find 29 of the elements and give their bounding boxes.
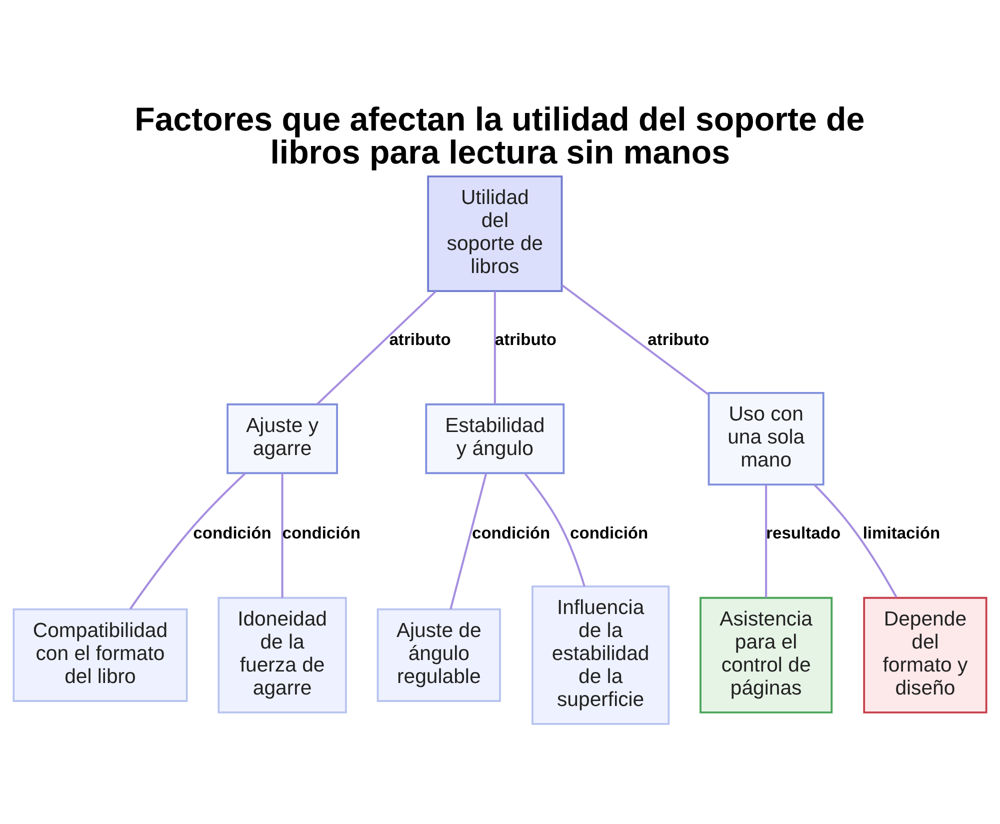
connector bbox=[561, 284, 710, 396]
edge-label: condición bbox=[282, 524, 360, 543]
node-box: Ajuste de ángulo regulable bbox=[376, 608, 501, 702]
node-box: Utilidad del soporte de libros bbox=[427, 176, 563, 292]
edge-label: atributo bbox=[648, 330, 710, 350]
connector bbox=[524, 472, 586, 587]
node-box: Asistencia para el control de páginas bbox=[700, 596, 833, 714]
connector bbox=[316, 290, 436, 405]
edge-label: condición bbox=[193, 524, 272, 543]
node-box: Depende del formato y diseño bbox=[863, 596, 988, 714]
node-box: Compatibilidad con el formato del libro bbox=[12, 608, 188, 702]
node-box: Influencia de la estabilidad de la superficie bbox=[532, 585, 670, 725]
node-box: Idoneidad de la fuerza de agarre bbox=[218, 596, 347, 714]
connector bbox=[281, 473, 284, 598]
diagram-title: Factores que afectan la utilidad del soporte de libros para lectura sin manos bbox=[134, 101, 865, 172]
edge-label: condición bbox=[570, 524, 648, 543]
connector bbox=[494, 291, 496, 404]
node-box: Estabilidad y ángulo bbox=[425, 403, 565, 474]
edge-label: atributo bbox=[389, 330, 451, 350]
edge-label: atributo bbox=[494, 330, 556, 350]
connector bbox=[814, 484, 898, 598]
edge-label: condición bbox=[472, 524, 550, 543]
edge-label: resultado bbox=[766, 524, 841, 543]
node-box: Ajuste y agarre bbox=[226, 403, 338, 474]
connector bbox=[129, 472, 246, 610]
connector bbox=[450, 473, 488, 610]
connector bbox=[765, 484, 768, 598]
node-box: Uso con una sola mano bbox=[708, 392, 824, 486]
edge-label: limitación bbox=[862, 524, 940, 543]
